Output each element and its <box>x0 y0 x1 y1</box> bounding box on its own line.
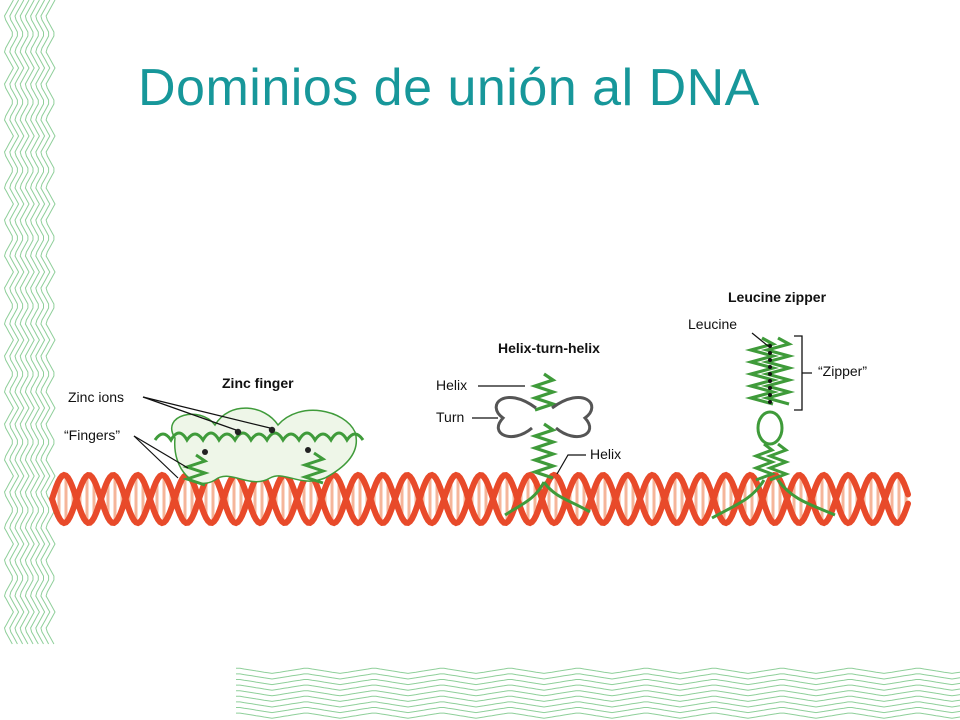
leucine-label: Leucine <box>688 316 737 332</box>
helix-label: Helix <box>590 446 621 462</box>
dna-double-helix <box>49 471 911 527</box>
turn-label: Turn <box>436 409 464 425</box>
leucine-dot <box>768 400 772 404</box>
leader-line <box>556 454 586 475</box>
wavy-line <box>236 712 960 719</box>
wavy-line <box>236 673 960 680</box>
leader-line <box>142 396 237 431</box>
basic-region <box>751 442 777 482</box>
wavy-line <box>40 0 51 645</box>
leucine-dot <box>768 365 772 369</box>
wavy-line <box>236 684 960 691</box>
wavy-line <box>236 695 960 702</box>
zipper-helix <box>760 336 796 406</box>
wavy-line <box>35 0 46 645</box>
zinc-ion <box>305 447 311 453</box>
leucine-dot <box>768 358 772 362</box>
zinc-finger-heading: Zinc finger <box>222 375 294 391</box>
wavy-line <box>236 707 960 714</box>
dna-binding-helix <box>529 422 559 480</box>
wavy-line <box>19 0 30 645</box>
zinc-ion <box>268 426 276 434</box>
leucine-dot <box>768 386 772 390</box>
zipper-loop <box>756 410 784 446</box>
zinc-finger-motif: Zinc finger Zinc ions “Fingers” <box>64 375 365 487</box>
recognition-helix <box>529 372 559 412</box>
zinc-finger-protein <box>153 407 365 487</box>
wavy-line <box>24 0 35 645</box>
leader-line <box>133 435 179 479</box>
helix-turn-helix-heading: Helix-turn-helix <box>498 340 600 356</box>
finger-helix <box>300 451 328 485</box>
helix-turn-helix-protein <box>494 372 594 517</box>
wavy-line <box>45 0 56 645</box>
zinc-ions-label: Zinc ions <box>68 389 124 405</box>
zinc-ion <box>202 449 208 455</box>
leucine-zipper-heading: Leucine zipper <box>728 289 827 305</box>
basic-region <box>765 442 791 482</box>
wavy-line <box>236 701 960 708</box>
leucine-zipper-motif: Leucine zipper Leucine “Zipper” <box>688 289 867 520</box>
helix-label: Helix <box>436 377 467 393</box>
leader-line <box>751 332 769 347</box>
wavy-line <box>14 0 25 645</box>
fingers-label: “Fingers” <box>64 427 120 443</box>
helix-turn-helix-motif: Helix-turn-helix Helix Turn Helix <box>436 340 621 517</box>
zinc-ion <box>234 428 242 436</box>
zipper-helix <box>744 336 780 406</box>
leucine-dot <box>768 372 772 376</box>
wavy-line <box>30 0 40 645</box>
slide-title: Dominios de unión al DNA <box>138 59 760 117</box>
zipper-bracket <box>794 335 812 411</box>
wavy-line <box>236 690 960 697</box>
dna-strand <box>49 471 911 527</box>
leader-line <box>133 435 189 469</box>
leucine-residues <box>768 344 772 404</box>
wavy-line <box>236 679 960 686</box>
finger-helix <box>182 453 210 487</box>
wavy-line <box>3 0 14 645</box>
helix-tail <box>504 481 591 517</box>
turn-loop <box>494 396 537 439</box>
leucine-zipper-protein <box>711 336 836 520</box>
wavy-line <box>236 667 960 674</box>
leader-line <box>142 396 271 429</box>
dna-contact-strand <box>711 479 836 520</box>
turn-loop <box>551 396 594 439</box>
leucine-dot <box>768 393 772 397</box>
leucine-dot <box>768 351 772 355</box>
zinc-finger-coil <box>153 431 365 443</box>
dna-strand <box>49 471 911 527</box>
zipper-label: “Zipper” <box>818 363 867 379</box>
leucine-dot <box>768 344 772 348</box>
wavy-line <box>9 0 20 645</box>
leucine-dot <box>768 379 772 383</box>
